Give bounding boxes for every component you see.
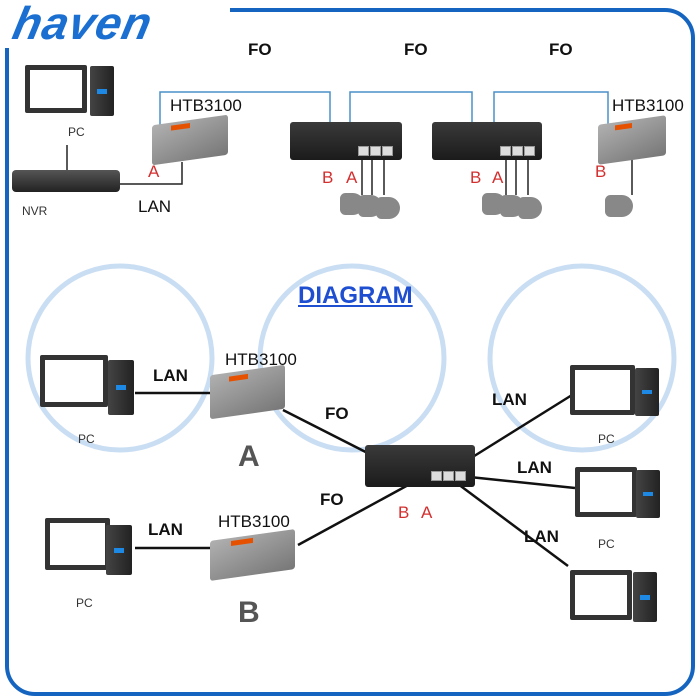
logo-backdrop [0,0,230,48]
fiber-line-1 [159,91,331,150]
watermark-circle [257,263,447,453]
fiber-switch [432,122,542,160]
port-label: A [492,168,504,187]
lan-line-right-2 [459,474,576,490]
frame-border [5,8,695,696]
lan-label: LAN [153,366,188,385]
lan-line-nvr [120,162,183,185]
nvr-device [12,170,120,192]
camera [605,195,633,217]
port-label: B [322,168,334,187]
pc-tower [108,360,134,415]
lan-label: LAN [492,390,527,409]
pc-monitor [40,355,108,407]
lan-label: LAN [517,458,552,477]
pc-monitor [570,365,635,415]
pc-label: PC [68,125,85,139]
converter-label: HTB3100 [170,96,242,115]
lan-line-right-3 [457,482,569,568]
pc-tower [106,525,132,575]
watermark-circle [25,263,215,453]
lan-label: LAN [138,197,172,216]
converter-label: HTB3100 [218,512,290,531]
fiber-switch [365,445,475,487]
pc-monitor [25,65,87,113]
watermark-circle [487,263,677,453]
pc-monitor [45,518,110,570]
watermarks [25,263,677,453]
pc-monitor [570,570,632,620]
converter-label: HTB3100 [225,350,297,369]
fiber-line-2 [349,91,473,150]
pc-tower [633,572,657,622]
port-label: A [148,162,160,181]
converter-a-label: A [238,440,260,473]
port-label: B [470,168,482,187]
nvr-label: NVR [22,204,48,218]
fiber-switch [290,122,402,160]
camera [376,197,400,219]
pc-monitor [575,467,637,517]
camera [518,197,542,219]
port-label: B [398,503,410,522]
pc-label: PC [598,432,615,446]
lan-label: LAN [148,520,183,539]
converter-b-label: B [238,596,260,629]
fo-label: FO [549,40,573,59]
converter-label: HTB3100 [612,96,684,115]
pc-tower [90,66,114,116]
port-label: A [421,503,433,522]
fo-label: FO [320,490,344,509]
diagram-title: DIAGRAM [298,282,413,309]
pc-tower [636,470,660,518]
fo-label: FO [325,404,349,423]
lan-label: LAN [524,527,559,546]
pc-tower [635,368,659,416]
port-label: B [595,162,607,181]
pc-label: PC [598,537,615,551]
fiber-line-3 [493,91,609,150]
fiber-line-b [297,482,411,547]
pc-label: PC [78,432,95,446]
fo-label: FO [404,40,428,59]
fo-label: FO [248,40,272,59]
pc-label: PC [76,596,93,610]
port-label: A [346,168,358,187]
